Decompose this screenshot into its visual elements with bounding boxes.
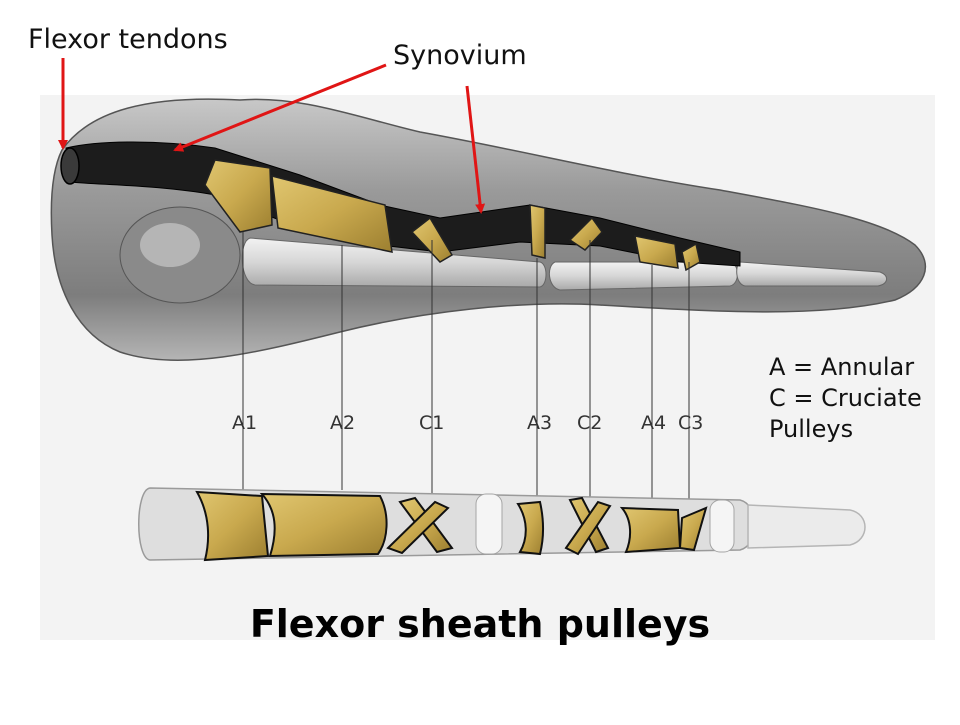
finger-palmar-view — [138, 487, 866, 562]
legend-cruciate: C = Cruciate — [769, 384, 922, 412]
legend-annular: A = Annular — [769, 353, 915, 381]
pulley-a2-palmar — [259, 492, 388, 558]
pulley-label-a3: A3 — [527, 412, 553, 434]
pulley-a4-lateral — [634, 235, 679, 269]
pulley-a1-palmar — [195, 490, 270, 562]
distal-phalanx-bone — [736, 261, 887, 287]
legend: A = Annular C = Cruciate Pulleys — [769, 352, 922, 445]
pulley-c2-lateral — [568, 216, 603, 251]
arrow-synovium-left — [173, 63, 387, 152]
label-flexor-tendons: Flexor tendons — [28, 24, 228, 55]
pulley-label-c3: C3 — [678, 412, 704, 434]
pulley-label-a2: A2 — [330, 412, 356, 434]
palmar-fingertip — [747, 504, 866, 549]
pulley-c1-palmar-strap-2 — [386, 500, 450, 555]
pulley-a4-palmar — [619, 506, 682, 554]
pulley-a2-lateral — [271, 175, 393, 253]
pulley-label-c1: C1 — [419, 412, 445, 434]
legend-pulleys: Pulleys — [769, 415, 854, 443]
diagram-title: Flexor sheath pulleys — [249, 602, 711, 646]
palmar-joint-gap-1 — [475, 493, 503, 555]
palmar-joint-gap-2 — [709, 499, 735, 553]
label-synovium: Synovium — [393, 40, 527, 71]
pulley-a3-palmar — [516, 500, 544, 556]
leader-lines — [242, 232, 690, 510]
pulley-label-a4: A4 — [641, 412, 667, 434]
pulley-c3-lateral — [681, 242, 701, 272]
pulley-a1-lateral — [204, 159, 273, 233]
tendon-cut-end — [60, 147, 80, 185]
knuckle-highlight — [140, 223, 200, 267]
finger-lateral-view — [50, 98, 926, 362]
pulley-c2-palmar-strap-2 — [564, 500, 612, 556]
pulley-label-a1: A1 — [232, 412, 258, 434]
middle-phalanx-bone — [548, 261, 738, 291]
pulley-a3-lateral — [529, 204, 546, 259]
annotation-arrows — [58, 58, 486, 214]
pulley-c3-palmar — [678, 506, 708, 552]
pulley-label-c2: C2 — [577, 412, 603, 434]
arrow-synovium-right — [465, 85, 486, 214]
